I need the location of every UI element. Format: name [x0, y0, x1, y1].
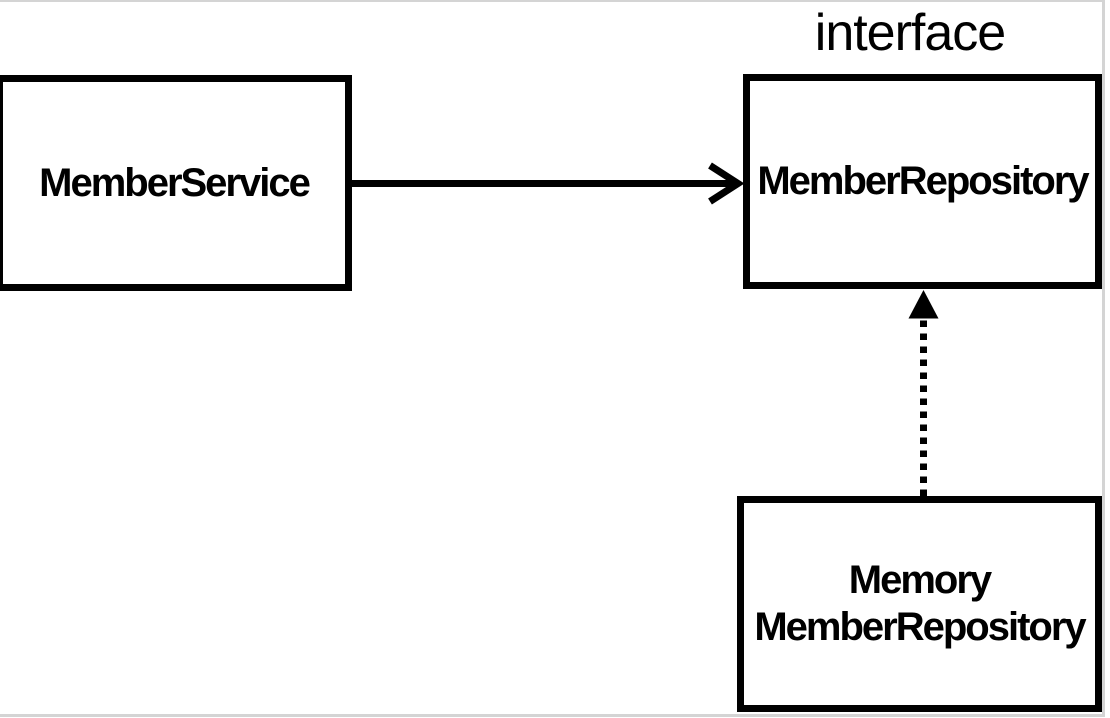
memory-label-line2: MemberRepository	[754, 605, 1086, 649]
memory-member-repository-label: Memory MemberRepository	[754, 557, 1086, 651]
node-memory-member-repository: Memory MemberRepository	[737, 496, 1102, 712]
node-member-repository: MemberRepository	[743, 74, 1102, 289]
interface-label: interface	[814, 4, 1006, 62]
memory-label-line1: Memory	[848, 558, 992, 602]
node-member-service: MemberService	[0, 75, 352, 291]
member-service-label: MemberService	[39, 160, 311, 205]
member-repository-label: MemberRepository	[757, 159, 1089, 203]
